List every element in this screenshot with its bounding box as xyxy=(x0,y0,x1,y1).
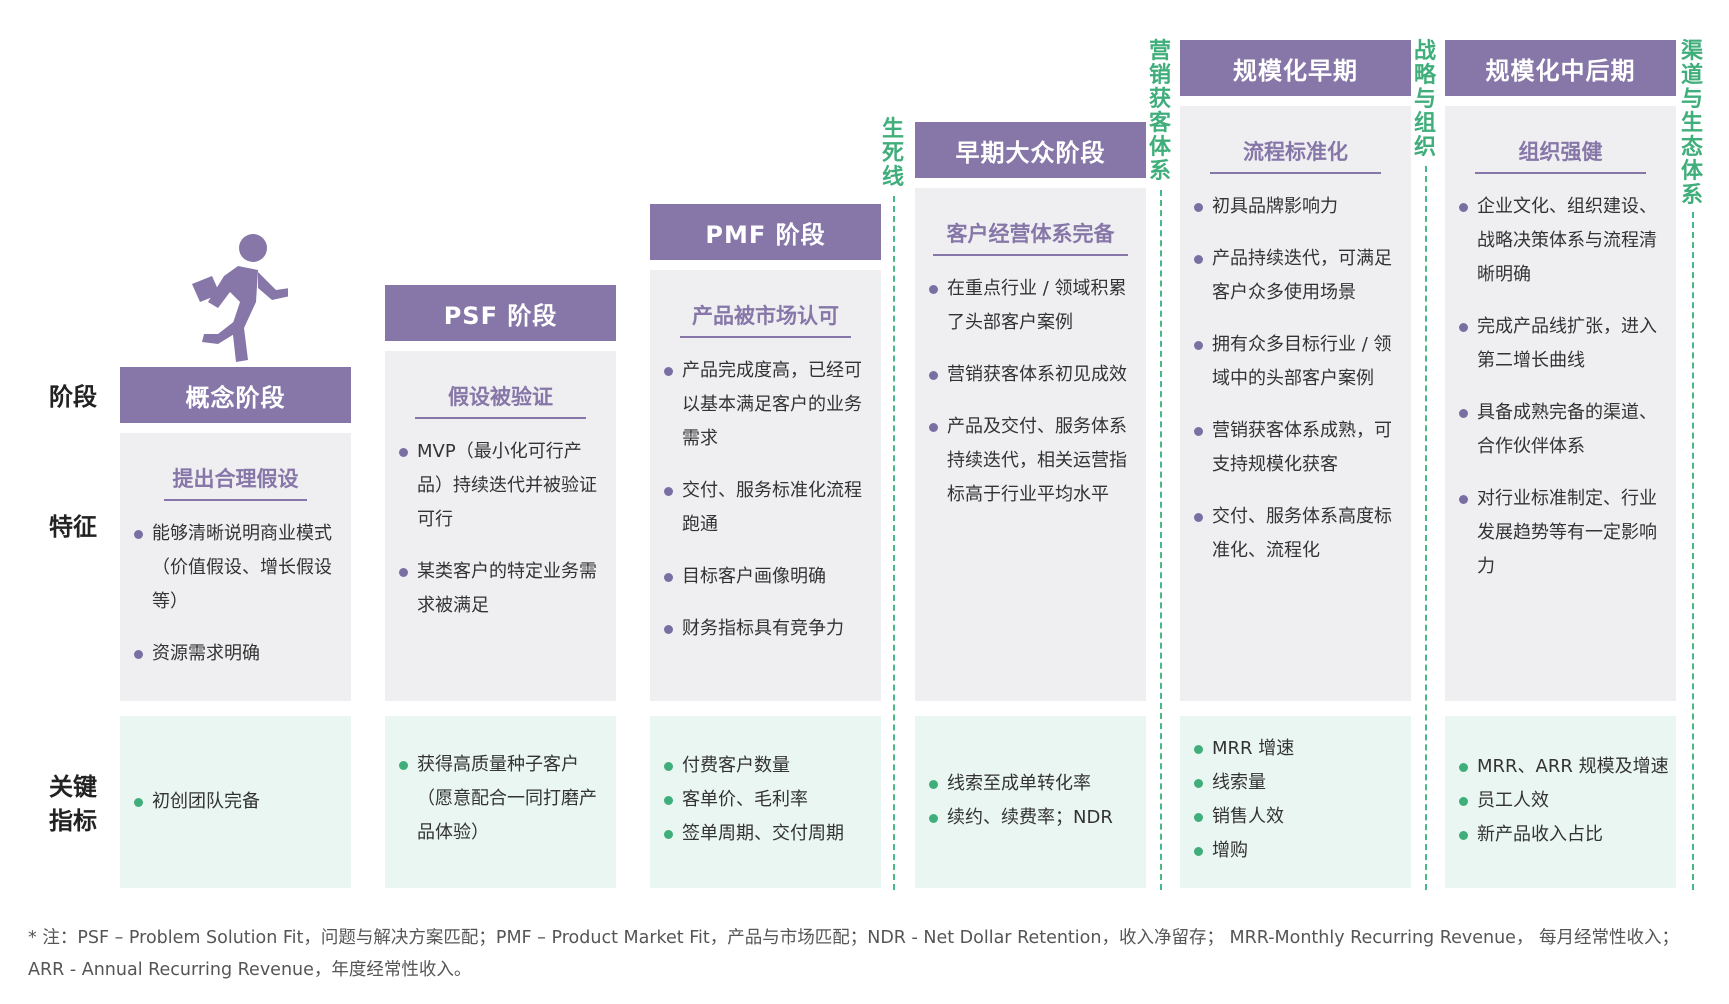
kpi-list-pmf: 付费客户数量 客单价、毛利率 签单周期、交付周期 xyxy=(660,749,870,851)
feature-box-pmf: 产品被市场认可 产品完成度高，已经可以基本满足客户的业务需求 交付、服务标准化流… xyxy=(650,270,881,701)
kpi-list-psf: 获得高质量种子客户（愿意配合一同打磨产品体验） xyxy=(395,748,600,850)
feature-item: 营销获客体系初见成效 xyxy=(925,358,1130,392)
kpi-item: 新产品收入占比 xyxy=(1455,818,1670,852)
feature-item: 财务指标具有竞争力 xyxy=(660,612,865,646)
kpi-list-early-scale: MRR 增速 线索量 销售人效 增购 xyxy=(1190,732,1400,868)
feature-item: 产品完成度高，已经可以基本满足客户的业务需求 xyxy=(660,354,865,456)
kpi-item: 获得高质量种子客户（愿意配合一同打磨产品体验） xyxy=(395,748,600,850)
feature-item: 具备成熟完备的渠道、合作伙伴体系 xyxy=(1455,396,1665,464)
milestone-divider-marketing xyxy=(1160,190,1162,890)
feature-title-early-scale: 流程标准化 xyxy=(1210,136,1381,174)
kpi-item: 线索量 xyxy=(1190,766,1400,800)
kpi-item: 销售人效 xyxy=(1190,800,1400,834)
feature-list-pmf: 产品完成度高，已经可以基本满足客户的业务需求 交付、服务标准化流程跑通 目标客户… xyxy=(660,354,865,664)
kpi-box-late-scale: MRR、ARR 规模及增速 员工人效 新产品收入占比 xyxy=(1445,716,1676,888)
feature-title-concept: 提出合理假设 xyxy=(164,463,307,501)
feature-title-late-scale: 组织强健 xyxy=(1475,136,1646,174)
milestone-label-survival-line: 生死线 xyxy=(881,117,904,190)
kpi-item: MRR 增速 xyxy=(1190,732,1400,766)
feature-item: 交付、服务标准化流程跑通 xyxy=(660,474,865,542)
feature-list-psf: MVP（最小化可行产品）持续迭代并被验证可行 某类客户的特定业务需求被满足 xyxy=(395,435,600,641)
milestone-label-strategy: 战略与组织 xyxy=(1413,39,1436,160)
feature-item: 营销获客体系成熟，可支持规模化获客 xyxy=(1190,414,1395,482)
feature-item: 企业文化、组织建设、战略决策体系与流程清晰明确 xyxy=(1455,190,1665,292)
feature-list-concept: 能够清晰说明商业模式（价值假设、增长假设等） 资源需求明确 xyxy=(130,517,335,689)
feature-list-late-scale: 企业文化、组织建设、战略决策体系与流程清晰明确 完成产品线扩张，进入第二增长曲线… xyxy=(1455,190,1665,602)
kpi-list-early-majority: 线索至成单转化率 续约、续费率；NDR xyxy=(925,767,1135,835)
feature-item: 交付、服务体系高度标准化、流程化 xyxy=(1190,500,1395,568)
feature-item: MVP（最小化可行产品）持续迭代并被验证可行 xyxy=(395,435,600,537)
kpi-item: 初创团队完备 xyxy=(130,785,340,819)
stage-header-late-scale: 规模化中后期 xyxy=(1445,40,1676,96)
stage-header-early-scale: 规模化早期 xyxy=(1180,40,1411,96)
kpi-item: 续约、续费率；NDR xyxy=(925,801,1135,835)
kpi-box-early-scale: MRR 增速 线索量 销售人效 增购 xyxy=(1180,716,1411,888)
feature-list-early-scale: 初具品牌影响力 产品持续迭代，可满足客户众多使用场景 拥有众多目标行业 / 领域… xyxy=(1190,190,1395,586)
feature-list-early-majority: 在重点行业 / 领域积累了头部客户案例 营销获客体系初见成效 产品及交付、服务体… xyxy=(925,272,1130,530)
feature-item: 资源需求明确 xyxy=(130,637,335,671)
kpi-list-late-scale: MRR、ARR 规模及增速 员工人效 新产品收入占比 xyxy=(1455,750,1670,852)
stage-header-concept: 概念阶段 xyxy=(120,367,351,423)
feature-box-concept: 提出合理假设 能够清晰说明商业模式（价值假设、增长假设等） 资源需求明确 xyxy=(120,433,351,701)
kpi-item: 增购 xyxy=(1190,834,1400,868)
feature-item: 完成产品线扩张，进入第二增长曲线 xyxy=(1455,310,1665,378)
feature-item: 能够清晰说明商业模式（价值假设、增长假设等） xyxy=(130,517,335,619)
feature-title-pmf: 产品被市场认可 xyxy=(680,300,851,338)
footnote: * 注：PSF – Problem Solution Fit，问题与解决方案匹配… xyxy=(28,928,1679,980)
feature-title-psf: 假设被验证 xyxy=(415,381,586,419)
kpi-box-early-majority: 线索至成单转化率 续约、续费率；NDR xyxy=(915,716,1146,888)
kpi-box-pmf: 付费客户数量 客单价、毛利率 签单周期、交付周期 xyxy=(650,716,881,888)
feature-item: 产品持续迭代，可满足客户众多使用场景 xyxy=(1190,242,1395,310)
kpi-list-concept: 初创团队完备 xyxy=(130,785,340,819)
kpi-item: 付费客户数量 xyxy=(660,749,870,783)
running-businessman-icon xyxy=(192,234,288,362)
feature-item: 产品及交付、服务体系持续迭代，相关运营指标高于行业平均水平 xyxy=(925,410,1130,512)
feature-item: 目标客户画像明确 xyxy=(660,560,865,594)
kpi-item: MRR、ARR 规模及增速 xyxy=(1455,750,1670,784)
milestone-label-channel: 渠道与生态体系 xyxy=(1680,39,1703,208)
feature-item: 某类客户的特定业务需求被满足 xyxy=(395,555,600,623)
feature-item: 初具品牌影响力 xyxy=(1190,190,1395,224)
row-label-features: 特征 xyxy=(49,513,97,541)
feature-box-early-majority: 客户经营体系完备 在重点行业 / 领域积累了头部客户案例 营销获客体系初见成效 … xyxy=(915,188,1146,701)
feature-item: 在重点行业 / 领域积累了头部客户案例 xyxy=(925,272,1130,340)
kpi-item: 员工人效 xyxy=(1455,784,1670,818)
stage-header-early-majority: 早期大众阶段 xyxy=(915,122,1146,178)
feature-item: 对行业标准制定、行业发展趋势等有一定影响力 xyxy=(1455,482,1665,584)
kpi-item: 签单周期、交付周期 xyxy=(660,817,870,851)
milestone-divider-channel xyxy=(1692,212,1694,890)
row-label-kpi: 关键 指标 xyxy=(49,773,97,835)
stage-header-pmf: PMF 阶段 xyxy=(650,204,881,260)
milestone-divider-survival-line xyxy=(893,196,895,890)
kpi-item: 客单价、毛利率 xyxy=(660,783,870,817)
feature-box-early-scale: 流程标准化 初具品牌影响力 产品持续迭代，可满足客户众多使用场景 拥有众多目标行… xyxy=(1180,106,1411,701)
kpi-item: 线索至成单转化率 xyxy=(925,767,1135,801)
feature-box-psf: 假设被验证 MVP（最小化可行产品）持续迭代并被验证可行 某类客户的特定业务需求… xyxy=(385,351,616,701)
milestone-label-marketing: 营销获客体系 xyxy=(1148,39,1171,184)
kpi-box-psf: 获得高质量种子客户（愿意配合一同打磨产品体验） xyxy=(385,716,616,888)
kpi-box-concept: 初创团队完备 xyxy=(120,716,351,888)
stage-header-psf: PSF 阶段 xyxy=(385,285,616,341)
feature-item: 拥有众多目标行业 / 领域中的头部客户案例 xyxy=(1190,328,1395,396)
row-label-stage: 阶段 xyxy=(49,383,97,411)
feature-title-early-majority: 客户经营体系完备 xyxy=(933,218,1128,256)
milestone-divider-strategy xyxy=(1425,166,1427,890)
feature-box-late-scale: 组织强健 企业文化、组织建设、战略决策体系与流程清晰明确 完成产品线扩张，进入第… xyxy=(1445,106,1676,701)
